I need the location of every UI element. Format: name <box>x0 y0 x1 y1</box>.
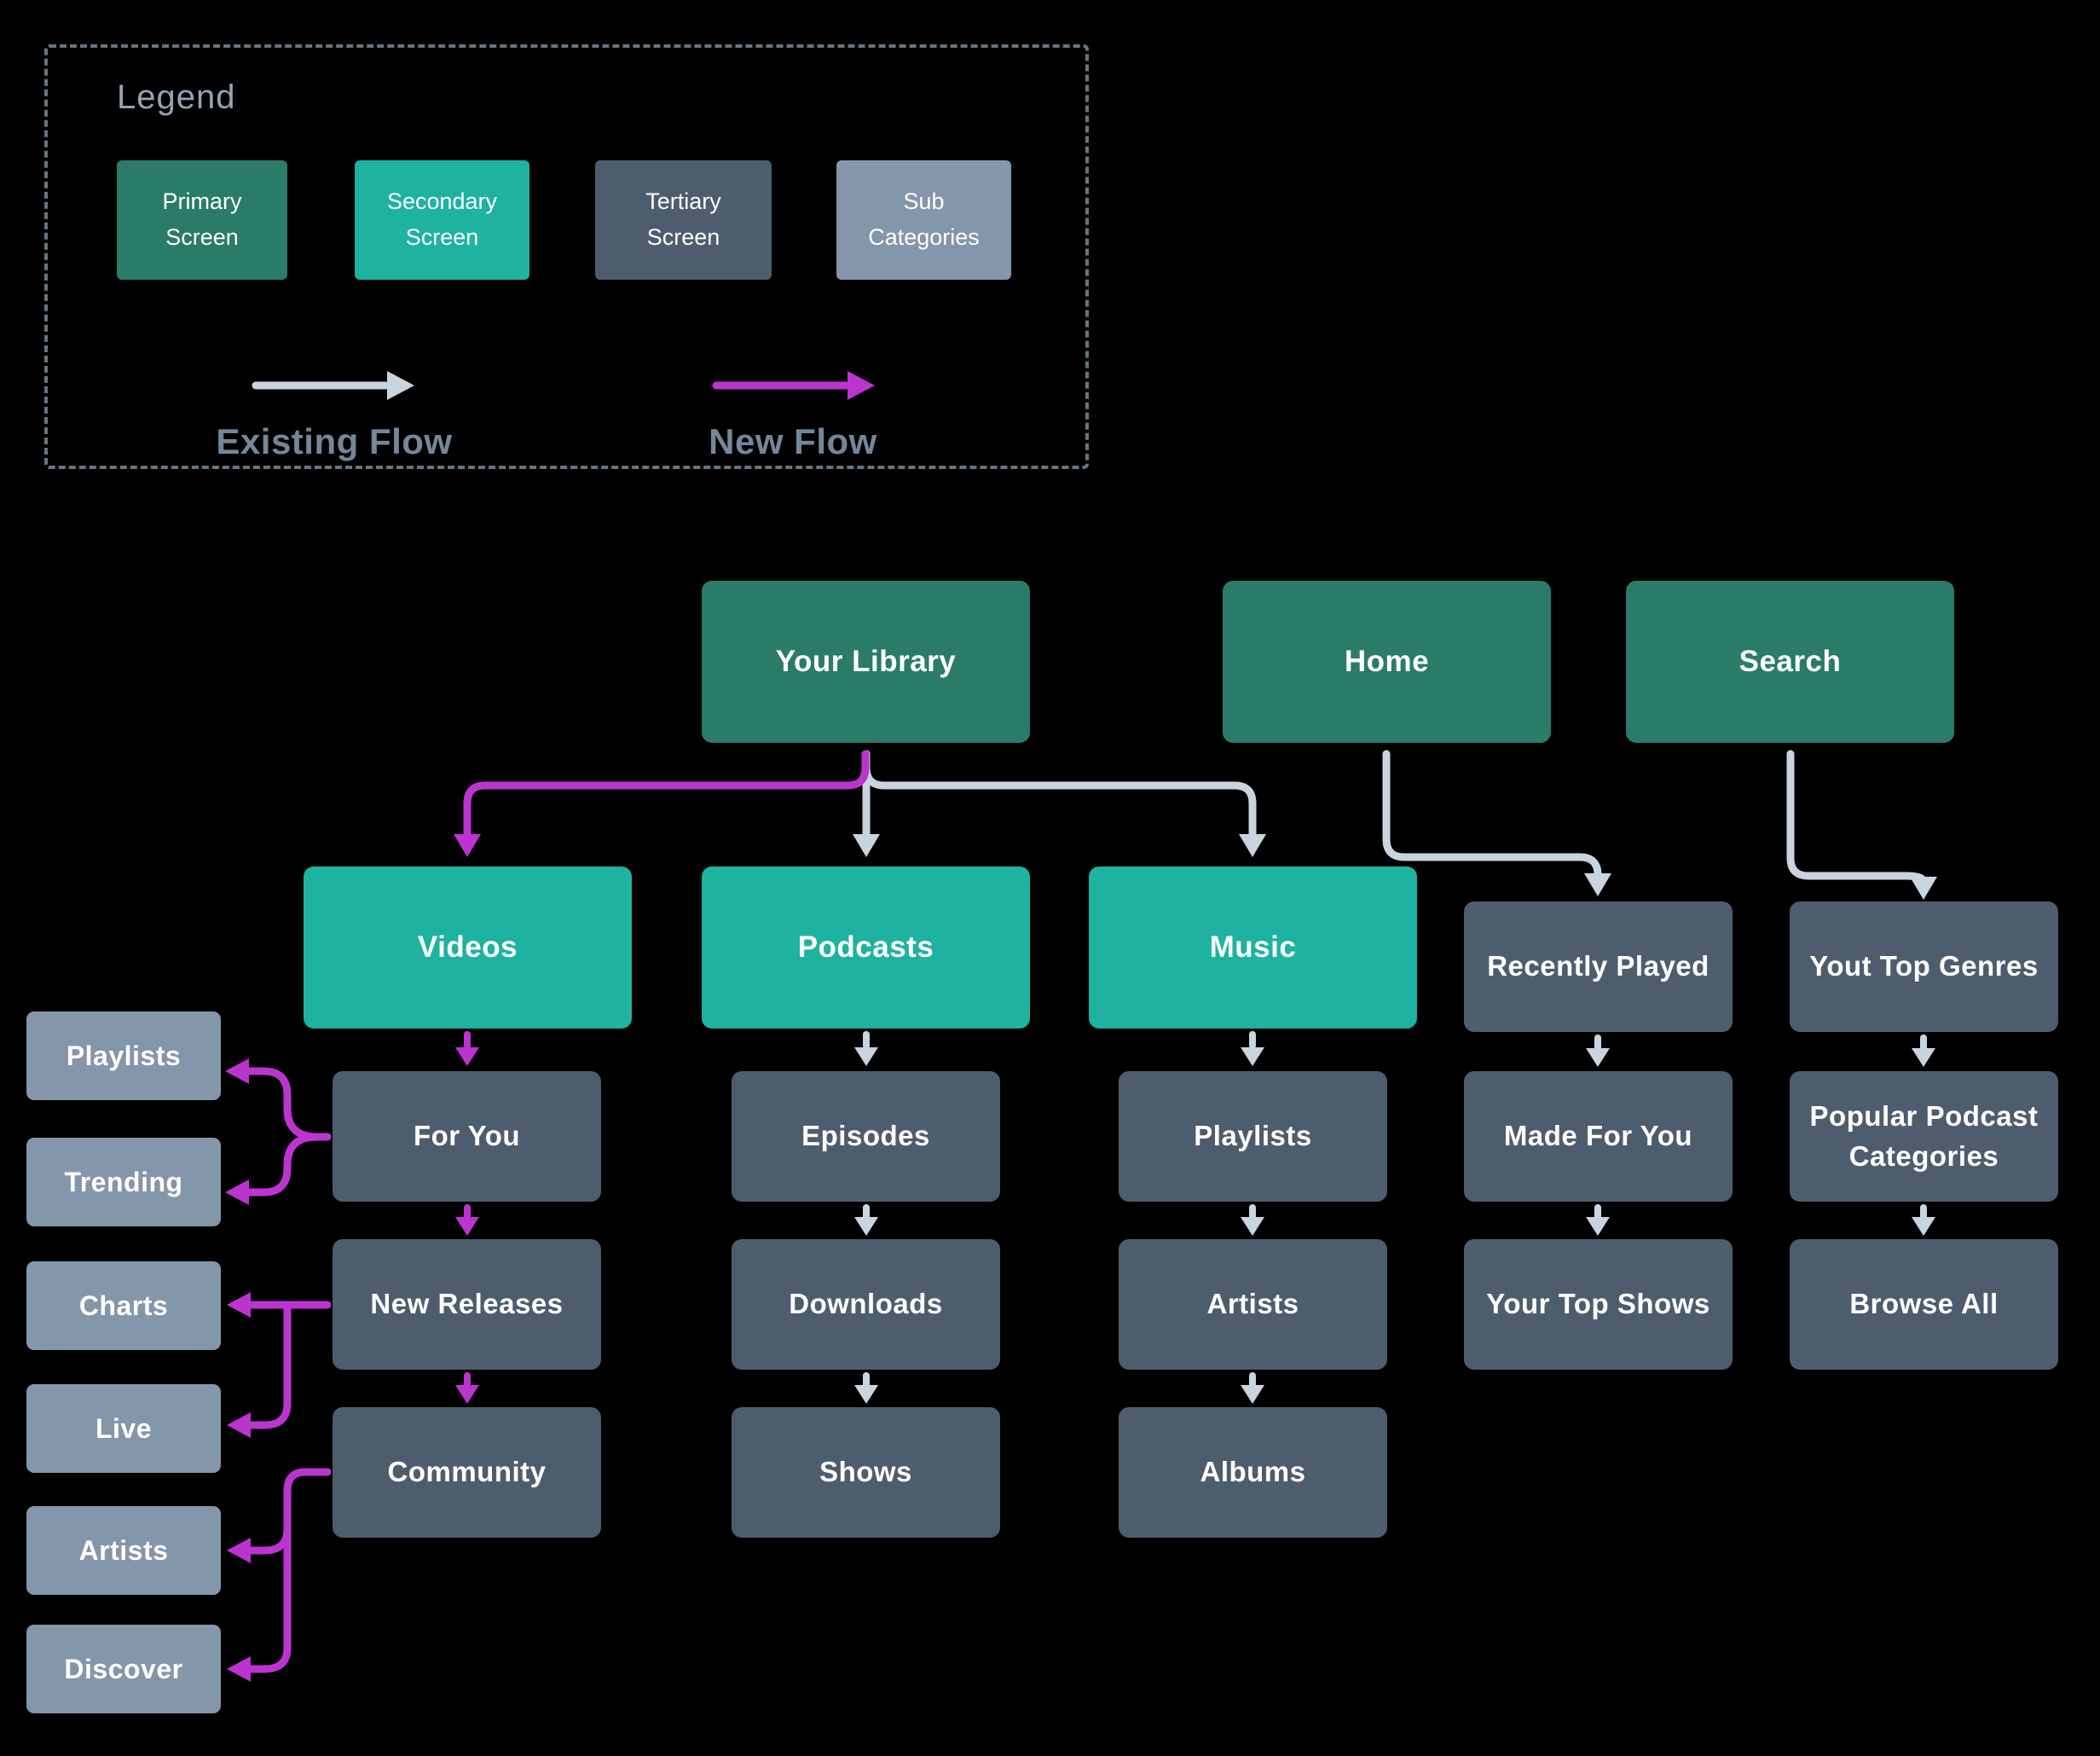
node-label: Charts <box>78 1289 169 1321</box>
node-label: Community <box>387 1456 547 1488</box>
legend-swatch-tertiary-screen: Tertiary Screen <box>595 160 772 280</box>
edge-recently-played-to-made-for-you <box>1586 1034 1610 1067</box>
edge-music-to-playlists <box>1241 1031 1264 1066</box>
node-label: Artists <box>1206 1288 1299 1320</box>
edge-made-for-you-to-your-top-shows <box>1586 1204 1610 1236</box>
node-your-top-shows: Your Top Shows <box>1464 1239 1733 1370</box>
node-sub-artists: Artists <box>26 1506 221 1595</box>
legend-swatch-sub-categories: Sub Categories <box>836 160 1011 280</box>
node-sub-discover: Discover <box>26 1625 221 1713</box>
node-label: Podcasts <box>797 930 934 964</box>
node-sub-live: Live <box>26 1384 221 1473</box>
node-label: Search <box>1738 645 1842 678</box>
node-albums: Albums <box>1119 1407 1387 1538</box>
node-label: Shows <box>819 1456 912 1488</box>
edge-videos-to-for-you <box>455 1031 479 1066</box>
node-shows: Shows <box>732 1407 1000 1538</box>
node-yout-top-genres: Yout Top Genres <box>1790 901 2058 1032</box>
legend-swatch-secondary-screen: Secondary Screen <box>355 160 529 280</box>
node-label: Playlists <box>1194 1120 1312 1152</box>
legend-existing-flow-arrow <box>252 371 414 400</box>
edge-for-you-to-playlists <box>225 1058 332 1141</box>
node-popular-podcast-categories: Popular Podcast Categories <box>1790 1071 2058 1202</box>
node-label: For You <box>413 1120 521 1152</box>
legend-new-flow-label: New Flow <box>709 421 877 461</box>
node-label: Live <box>95 1412 153 1444</box>
node-label: Music <box>1209 930 1297 964</box>
node-made-for-you: Made For You <box>1464 1071 1733 1202</box>
node-label: Recently Played <box>1487 950 1710 982</box>
legend-existing-flow-label: Existing Flow <box>216 421 453 461</box>
node-browse-all: Browse All <box>1790 1239 2058 1370</box>
edge-community-to-artists <box>227 1525 292 1563</box>
node-videos: Videos <box>304 866 632 1029</box>
node-label: Popular Podcast Categories <box>1809 1100 2039 1172</box>
edge-search-to-your-top-genres <box>1786 750 1937 900</box>
edge-new-releases-to-community <box>455 1372 479 1404</box>
node-recently-played: Recently Played <box>1464 901 1733 1032</box>
edge-your-library-to-videos <box>454 750 870 857</box>
node-sub-charts: Charts <box>26 1261 221 1350</box>
node-for-you: For You <box>333 1071 601 1202</box>
node-label: Trending <box>64 1166 183 1197</box>
edge-home-to-recently-played <box>1382 750 1611 896</box>
edge-playlists-to-artists <box>1241 1204 1264 1236</box>
node-label: Home <box>1344 645 1430 678</box>
node-your-library: Your Library <box>702 581 1030 743</box>
legend-swatch-label: Sub Categories <box>868 188 980 250</box>
legend-panel <box>44 44 1089 469</box>
node-label: Downloads <box>789 1288 943 1320</box>
legend-swatch-label: Tertiary Screen <box>645 188 721 250</box>
node-home: Home <box>1223 581 1551 743</box>
node-sub-playlists: Playlists <box>26 1011 221 1100</box>
node-label: Your Library <box>775 645 957 678</box>
node-downloads: Downloads <box>732 1239 1000 1370</box>
legend-title: Legend <box>117 78 236 116</box>
node-label: New Releases <box>370 1288 564 1320</box>
node-label: Playlists <box>66 1040 182 1071</box>
node-label: Albums <box>1200 1456 1306 1488</box>
edge-new-releases-to-charts <box>227 1292 332 1318</box>
legend-swatch-primary-screen: Primary Screen <box>117 160 287 280</box>
node-label: Artists <box>78 1534 169 1566</box>
edge-popular-podcast-categories-to-browse-all <box>1912 1204 1935 1236</box>
node-label: Discover <box>64 1653 183 1684</box>
node-sub-trending: Trending <box>26 1138 221 1226</box>
node-music: Music <box>1089 866 1417 1029</box>
node-label: Yout Top Genres <box>1809 950 2039 982</box>
node-label: Videos <box>417 930 518 964</box>
edge-your-library-to-music <box>862 750 1266 857</box>
edge-downloads-to-shows <box>854 1372 878 1404</box>
edge-artists-to-albums <box>1241 1372 1264 1404</box>
edge-new-releases-to-live <box>227 1301 292 1438</box>
edge-community-to-discover <box>227 1468 332 1682</box>
edge-for-you-to-new-releases <box>455 1204 479 1236</box>
edge-your-top-genres-to-popular-podcast-categories <box>1912 1034 1935 1067</box>
node-episodes: Episodes <box>732 1071 1000 1202</box>
node-label: Browse All <box>1849 1288 1999 1320</box>
node-community: Community <box>333 1407 601 1538</box>
node-music-artists: Artists <box>1119 1239 1387 1370</box>
legend-swatch-label: Primary Screen <box>162 188 242 250</box>
node-search: Search <box>1626 581 1954 743</box>
node-podcasts: Podcasts <box>702 866 1030 1029</box>
edge-podcasts-to-episodes <box>854 1031 878 1066</box>
node-new-releases: New Releases <box>333 1239 601 1370</box>
node-label: Episodes <box>801 1120 930 1152</box>
edge-for-you-to-trending <box>225 1133 332 1205</box>
node-label: Your Top Shows <box>1486 1288 1710 1320</box>
edge-episodes-to-downloads <box>854 1204 878 1236</box>
legend-new-flow-arrow <box>712 371 875 400</box>
node-music-playlists: Playlists <box>1119 1071 1387 1202</box>
legend-swatch-label: Secondary Screen <box>386 188 498 250</box>
node-label: Made For You <box>1503 1120 1693 1152</box>
